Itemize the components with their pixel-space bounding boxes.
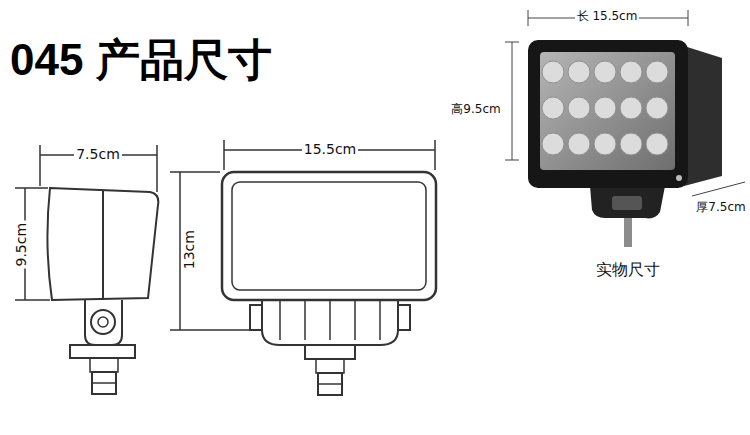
dimension-label: 7.5cm (74, 147, 122, 162)
dimension-label: 厚7.5cm (694, 201, 747, 214)
front-view (170, 140, 436, 395)
side-view (15, 145, 158, 394)
dimension-label: 9.5cm (14, 221, 29, 269)
caption-label: 实物尺寸 (594, 261, 662, 279)
title: 045 产品尺寸 (8, 36, 274, 84)
dimension-label: 高9.5cm (449, 103, 502, 116)
dimension-label: 15.5cm (302, 142, 359, 157)
dimension-label: 13cm (182, 228, 197, 271)
dimension-label: 长 15.5cm (575, 10, 640, 23)
